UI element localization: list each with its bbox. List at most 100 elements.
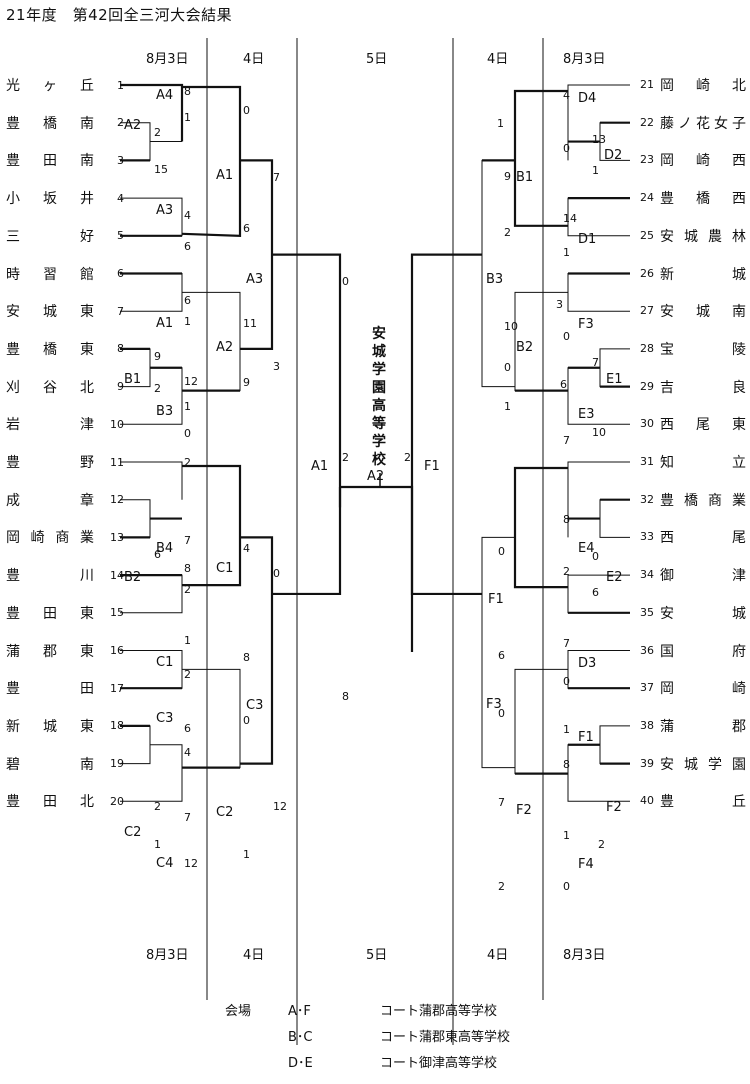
- score: 11: [243, 317, 257, 330]
- court-label: E2: [606, 570, 623, 585]
- bracket-line: [599, 725, 630, 765]
- team-name: 豊田北: [6, 794, 94, 811]
- team-name: 岡崎: [660, 681, 746, 698]
- team-number: 18: [110, 719, 124, 733]
- score: 2: [184, 668, 191, 681]
- score: 2: [154, 800, 161, 813]
- team-number: 1: [117, 78, 124, 92]
- team-name: 豊田南: [6, 153, 94, 170]
- foot-head-right-day2: 4日: [487, 948, 509, 963]
- bracket-line: [120, 273, 183, 312]
- score: 0: [563, 675, 570, 688]
- court-label: A1: [156, 316, 174, 331]
- score: 1: [563, 829, 570, 842]
- team-name: 蒲郡: [660, 718, 746, 735]
- team-name: 豊田東: [6, 605, 94, 622]
- col-head-right-day2: 4日: [487, 52, 509, 67]
- score: 0: [563, 142, 570, 155]
- team-name: 吉良: [660, 379, 746, 396]
- venue-groups-1: A･F: [288, 1004, 311, 1019]
- team-name: 豊田: [6, 681, 94, 698]
- team-number: 33: [640, 530, 654, 544]
- court-label: F2: [516, 803, 532, 818]
- team-name: 御津: [660, 568, 746, 585]
- col-head-right-day1: 8月3日: [563, 52, 606, 67]
- score: 1: [497, 117, 504, 130]
- team-number: 8: [117, 342, 124, 356]
- score: 0: [243, 104, 250, 117]
- court-label: B1: [516, 170, 534, 185]
- team-name: 刈谷北: [6, 379, 94, 396]
- court-label: C3: [246, 698, 264, 713]
- team-number: 28: [640, 341, 654, 355]
- page-title: 21年度 第42回全三河大会結果: [6, 6, 233, 24]
- bracket-line: [120, 461, 183, 500]
- score: 6: [592, 586, 599, 599]
- col-head-day3: 5日: [366, 52, 388, 67]
- court-label: F4: [578, 857, 594, 872]
- court-label: C4: [156, 856, 174, 871]
- bracket-line: [120, 83, 184, 142]
- team-number: 32: [640, 492, 654, 506]
- score: 0: [504, 361, 511, 374]
- team-number: 27: [640, 304, 654, 318]
- court-label: F3: [486, 697, 502, 712]
- score: 6: [560, 378, 567, 391]
- court-label: A2: [124, 118, 142, 133]
- bracket-line: [340, 485, 414, 652]
- score: 2: [404, 451, 411, 464]
- team-name: 碧南: [6, 756, 94, 773]
- col-head-left-day1: 8月3日: [146, 52, 189, 67]
- bracket-line: [240, 536, 274, 765]
- team-number: 40: [640, 794, 654, 808]
- team-name: 成章: [6, 492, 94, 509]
- champion-name: 安城学園高等学校: [372, 326, 386, 468]
- score: 2: [563, 565, 570, 578]
- court-label: A2: [367, 469, 385, 484]
- court-label: B1: [124, 372, 142, 387]
- court-label: C3: [156, 711, 174, 726]
- team-name: 安城東: [6, 304, 94, 321]
- court-label: F1: [488, 592, 504, 607]
- col-head-left-day2: 4日: [243, 52, 265, 67]
- team-number: 16: [110, 644, 124, 657]
- team-name: 知立: [660, 455, 746, 471]
- foot-head-left-day2: 4日: [243, 948, 265, 963]
- court-label: C1: [156, 655, 174, 670]
- team-number: 6: [117, 267, 124, 280]
- team-name: 安城農林: [660, 228, 746, 245]
- score: 0: [563, 880, 570, 893]
- score: 9: [504, 170, 511, 183]
- score: 2: [598, 838, 605, 851]
- venue-court-2: コート蒲郡東高等学校: [380, 1030, 511, 1045]
- venue-groups-2: B･C: [288, 1030, 313, 1045]
- team-name: 藤ノ花女子: [660, 115, 746, 132]
- score: 0: [273, 567, 280, 580]
- team-name: 安城学園: [660, 756, 746, 773]
- team-number: 14: [110, 568, 124, 582]
- score: 0: [243, 714, 250, 727]
- score: 6: [243, 222, 250, 235]
- team-number: 34: [640, 568, 654, 582]
- score: 0: [592, 550, 599, 563]
- court-label: E4: [578, 541, 595, 556]
- court-label: C1: [216, 561, 234, 576]
- team-name: 豊橋西: [660, 191, 746, 208]
- venue-label: 会場: [225, 1004, 252, 1019]
- team-number: 25: [640, 228, 654, 242]
- score: 2: [342, 451, 349, 464]
- bracket-line: [410, 487, 482, 596]
- bracket-line: [182, 464, 242, 587]
- court-label: A2: [216, 340, 234, 355]
- court-label: A3: [156, 203, 174, 218]
- score: 7: [184, 534, 191, 547]
- score: 3: [273, 360, 280, 373]
- court-label: B3: [156, 404, 174, 419]
- court-label: A1: [216, 168, 234, 183]
- foot-head-right-day1: 8月3日: [563, 948, 606, 963]
- team-number: 7: [117, 304, 124, 318]
